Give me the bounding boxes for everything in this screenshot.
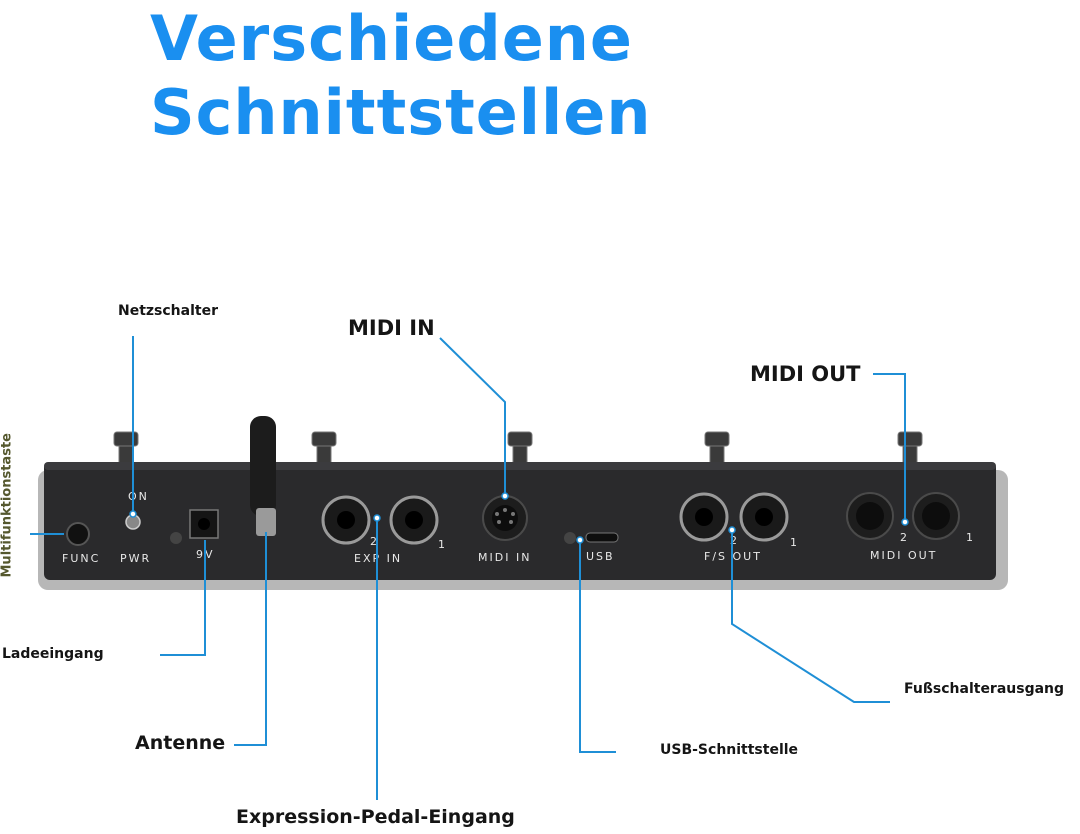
- callout-ladeeingang: Ladeeingang: [2, 646, 104, 662]
- footswitch-stems: [113, 431, 923, 465]
- footswitch-2-stem: [316, 445, 332, 465]
- exp-in-jacks: [321, 495, 439, 545]
- callout-fussschalter: Fußschalterausgang: [904, 681, 1065, 697]
- panel-label-func: FUNC: [62, 552, 100, 565]
- callout-midi-in: MIDI IN: [348, 316, 435, 340]
- footswitch-3: [507, 431, 533, 447]
- panel-label-midi-1: 1: [966, 531, 975, 544]
- title-line-1: Verschiedene: [150, 2, 633, 75]
- leader-midi-out: [873, 373, 906, 522]
- panel-label-midi-out: MIDI OUT: [870, 549, 937, 562]
- panel-label-midi-in: MIDI IN: [478, 551, 531, 564]
- panel-label-fs-2: 2: [730, 534, 739, 547]
- callout-expression: Expression-Pedal-Eingang: [236, 806, 515, 828]
- leader-usb: [579, 540, 616, 753]
- dc-jack-hole: [198, 518, 210, 530]
- callout-netzschalter: Netzschalter: [118, 303, 218, 319]
- fs-out-jacks: [679, 492, 789, 542]
- usb-c-port: [585, 532, 619, 543]
- callout-usb: USB-Schnittstelle: [660, 742, 799, 758]
- panel-label-fs-1: 1: [790, 536, 799, 549]
- footswitch-1: [113, 431, 139, 447]
- footswitch-1-stem: [118, 445, 134, 465]
- callout-midi-out: MIDI OUT: [750, 362, 861, 386]
- status-led: [170, 532, 182, 544]
- footswitch-5: [897, 431, 923, 447]
- antenna-base: [256, 508, 276, 536]
- midi-out-ports: [846, 492, 960, 540]
- footswitch-4-stem: [709, 445, 725, 465]
- callout-antenne: Antenne: [135, 732, 226, 754]
- leader-lines: [30, 336, 906, 800]
- title-line-2: Schnittstellen: [150, 76, 652, 149]
- func-button: [66, 522, 90, 546]
- leader-fussschalter: [731, 530, 890, 703]
- panel-label-usb: USB: [586, 550, 615, 563]
- panel-label-pwr: PWR: [120, 552, 151, 565]
- leader-ladeeingang: [160, 540, 206, 656]
- panel-label-on: ON: [128, 490, 149, 503]
- leader-endpoints: [129, 492, 909, 544]
- panel-label-exp-1: 1: [438, 538, 447, 551]
- page-title: Verschiedene Schnittstellen: [150, 2, 652, 150]
- footswitch-3-stem: [512, 445, 528, 465]
- status-led-2: [564, 532, 576, 544]
- panel-label-exp-2: 2: [370, 535, 379, 548]
- callout-multifunktionstaste: Multifunktionstaste: [0, 433, 15, 578]
- leader-midi-in: [439, 337, 506, 496]
- panel-label-midi-2: 2: [900, 531, 909, 544]
- antenna: [250, 416, 276, 516]
- footswitch-4: [704, 431, 730, 447]
- panel-label-exp-in: EXP IN: [354, 552, 402, 565]
- leader-antenne: [234, 532, 267, 746]
- device-top-edge: [44, 462, 996, 470]
- midi-in-port: [482, 495, 528, 541]
- footswitch-2: [311, 431, 337, 447]
